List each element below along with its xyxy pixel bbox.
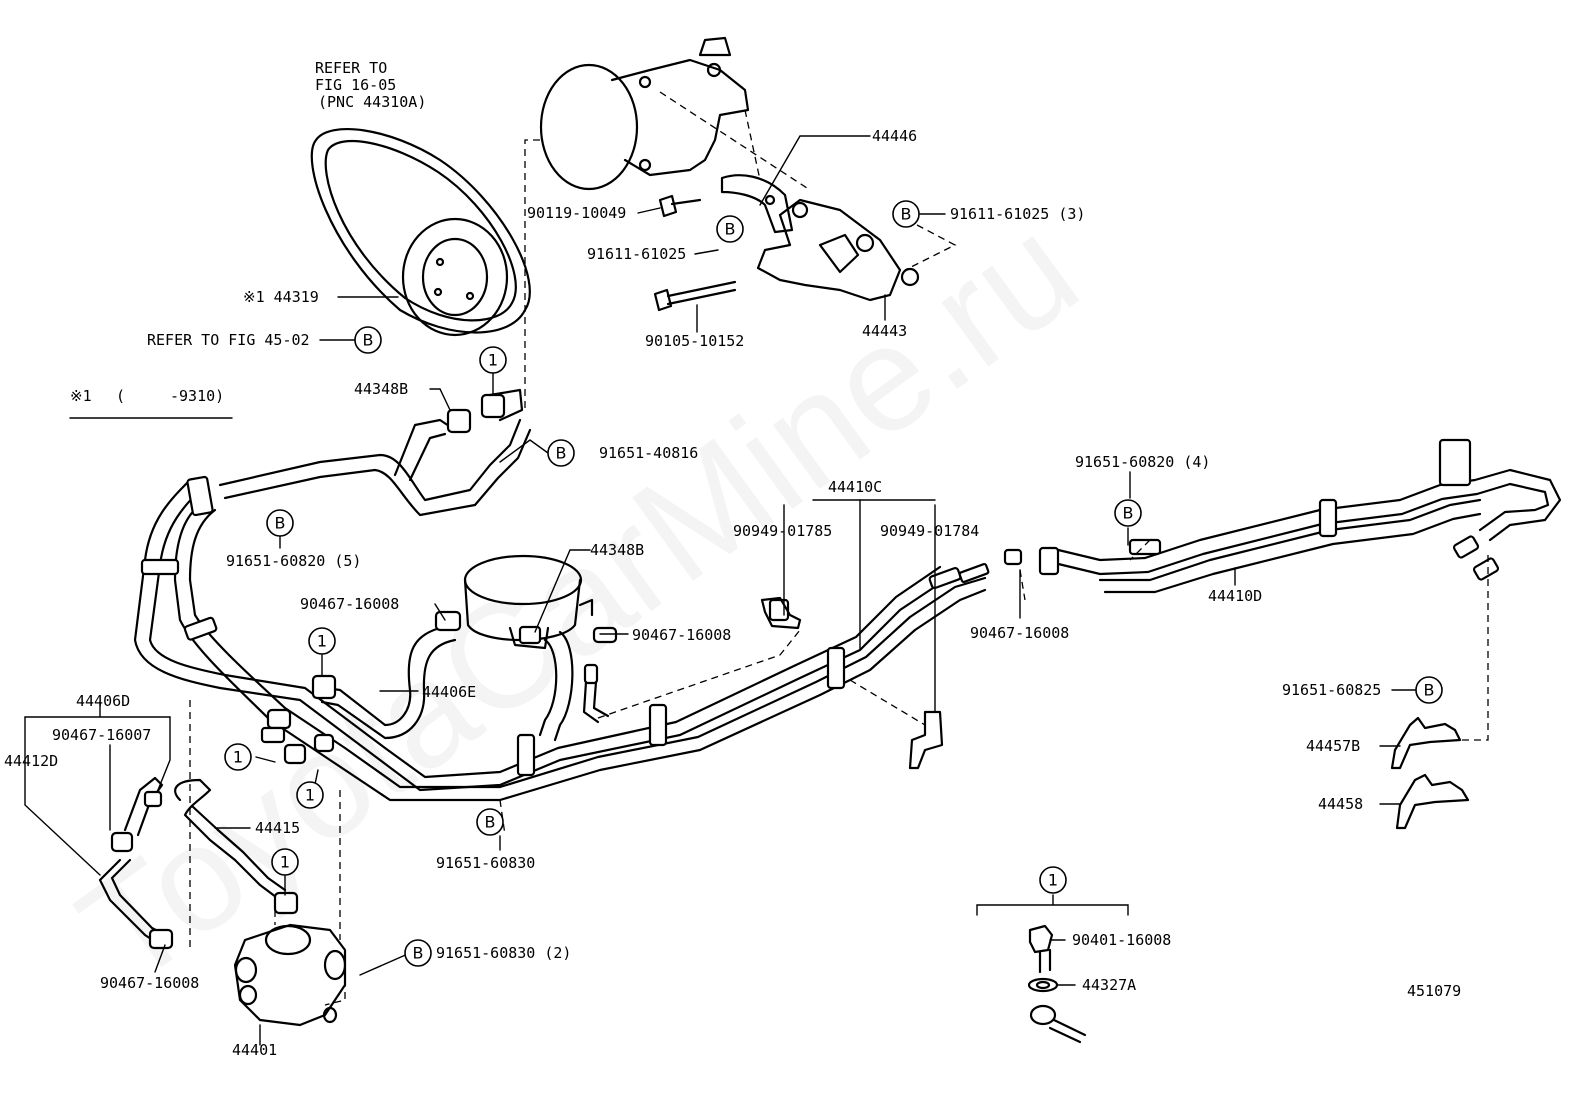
svg-text:B: B [901, 205, 912, 224]
label-90105-10152: 90105-10152 [645, 332, 744, 350]
marker-b-60830: B [476, 808, 504, 836]
marker-b-91611-3: B [892, 200, 920, 228]
marker-b-60820-4: B [1114, 499, 1142, 527]
label-44446: 44446 [872, 127, 917, 145]
leader-lines [24, 135, 1416, 1046]
label-44415: 44415 [255, 819, 300, 837]
label-90119-10049: 90119-10049 [527, 204, 626, 222]
svg-text:1: 1 [1048, 871, 1058, 890]
return-hose-top [218, 388, 532, 517]
line-44410C [133, 478, 987, 802]
marker-1-tube: 1 [271, 848, 299, 876]
gear-connections [260, 708, 335, 765]
pulley [401, 217, 509, 337]
label-91651-60820-5: 91651-60820 (5) [226, 552, 361, 570]
tube-44415 [174, 778, 299, 915]
bracket-90949 [760, 596, 944, 770]
bolt-90105-10152 [653, 280, 737, 312]
stay-44446 [720, 174, 794, 234]
clamp-44457B [1390, 716, 1462, 770]
svg-text:B: B [275, 514, 286, 533]
marker-b-60830-2: B [404, 939, 432, 967]
label-90949-01784: 90949-01784 [880, 522, 979, 540]
svg-text:1: 1 [280, 853, 290, 872]
marker-1-detail: 1 [1039, 866, 1067, 894]
hose-44406E [311, 610, 618, 742]
bolt-90119-10049 [658, 194, 702, 218]
label-44406E: 44406E [422, 683, 476, 701]
union-fittings [928, 548, 1023, 590]
label-90467-16008-c: 90467-16008 [970, 624, 1069, 642]
hose-44406D [123, 776, 164, 837]
svg-text:B: B [556, 444, 567, 463]
svg-text:1: 1 [305, 786, 315, 805]
gearbox-44401 [233, 923, 347, 1027]
svg-text:B: B [725, 220, 736, 239]
marker-b-60825: B [1415, 676, 1443, 704]
pump-bracket-44443 [756, 198, 920, 302]
label-91651-60830: 91651-60830 [436, 854, 535, 872]
svg-text:B: B [1424, 681, 1435, 700]
marker-1-gear-left: 1 [224, 743, 252, 771]
label-44458: 44458 [1318, 795, 1363, 813]
clamp-44458 [1395, 773, 1470, 830]
label-44319: ※1 44319 [243, 288, 319, 306]
marker-b-60820-5: B [266, 509, 294, 537]
detail-union-bolt [976, 894, 1129, 1044]
label-90467-16007: 90467-16007 [52, 726, 151, 744]
gearbox-leaders [189, 700, 506, 1006]
label-44348B-top: 44348B [354, 380, 408, 398]
label-90949-01785: 90949-01785 [733, 522, 832, 540]
footnote-code: -9310) [170, 387, 224, 405]
line-leaders-mid [597, 539, 1489, 741]
svg-text:B: B [1123, 504, 1134, 523]
label-90467-16008-b: 90467-16008 [632, 626, 731, 644]
marker-1-top: 1 [479, 346, 507, 374]
svg-text:B: B [413, 944, 424, 963]
svg-text:1: 1 [233, 748, 243, 767]
label-44412D: 44412D [4, 752, 58, 770]
drive-belt [310, 128, 531, 334]
label-44410C: 44410C [828, 478, 882, 496]
line-clamps [140, 475, 846, 777]
label-44401: 44401 [232, 1041, 277, 1059]
label-44348B-mid: 44348B [590, 541, 644, 559]
line-44410D [1038, 438, 1562, 594]
belt-ref-line3: (PNC 44310A) [318, 93, 426, 111]
belt-ref-line2: FIG 16-05 [315, 76, 396, 94]
figure-number: 451079 [1407, 982, 1461, 1000]
svg-text:B: B [363, 331, 374, 350]
svg-text:B: B [485, 813, 496, 832]
label-91651-60830-2: 91651-60830 (2) [436, 944, 571, 962]
power-steering-pump [539, 36, 750, 191]
svg-text:1: 1 [317, 632, 327, 651]
marker-b-fig45: B [354, 326, 382, 354]
label-refer-fig45: REFER TO FIG 45-02 [147, 331, 310, 349]
svg-text:1: 1 [488, 351, 498, 370]
marker-1-gear-right: 1 [296, 781, 324, 809]
label-44443: 44443 [862, 322, 907, 340]
marker-b-91611: B [716, 215, 744, 243]
label-90401-16008: 90401-16008 [1072, 931, 1171, 949]
pump-bracket-leader [524, 91, 957, 410]
hose-44412D [98, 831, 174, 950]
label-90467-16008-a: 90467-16008 [300, 595, 399, 613]
marker-1-reservoir: 1 [308, 627, 336, 655]
label-91651-60820-4: 91651-60820 (4) [1075, 453, 1210, 471]
label-91611-61025-3: 91611-61025 (3) [950, 205, 1085, 223]
footnote-open: ( [116, 387, 125, 405]
label-44410D: 44410D [1208, 587, 1262, 605]
footnote-mark: ※1 [70, 387, 92, 405]
label-91611-61025: 91611-61025 [587, 245, 686, 263]
label-91651-60825: 91651-60825 [1282, 681, 1381, 699]
label-44327A: 44327A [1082, 976, 1136, 994]
label-90467-16008-d: 90467-16008 [100, 974, 199, 992]
label-44457B: 44457B [1306, 737, 1360, 755]
label-44406D: 44406D [76, 692, 130, 710]
marker-b-40816: B [547, 439, 575, 467]
label-91651-40816: 91651-40816 [599, 444, 698, 462]
belt-ref-line1: REFER TO [315, 59, 387, 77]
